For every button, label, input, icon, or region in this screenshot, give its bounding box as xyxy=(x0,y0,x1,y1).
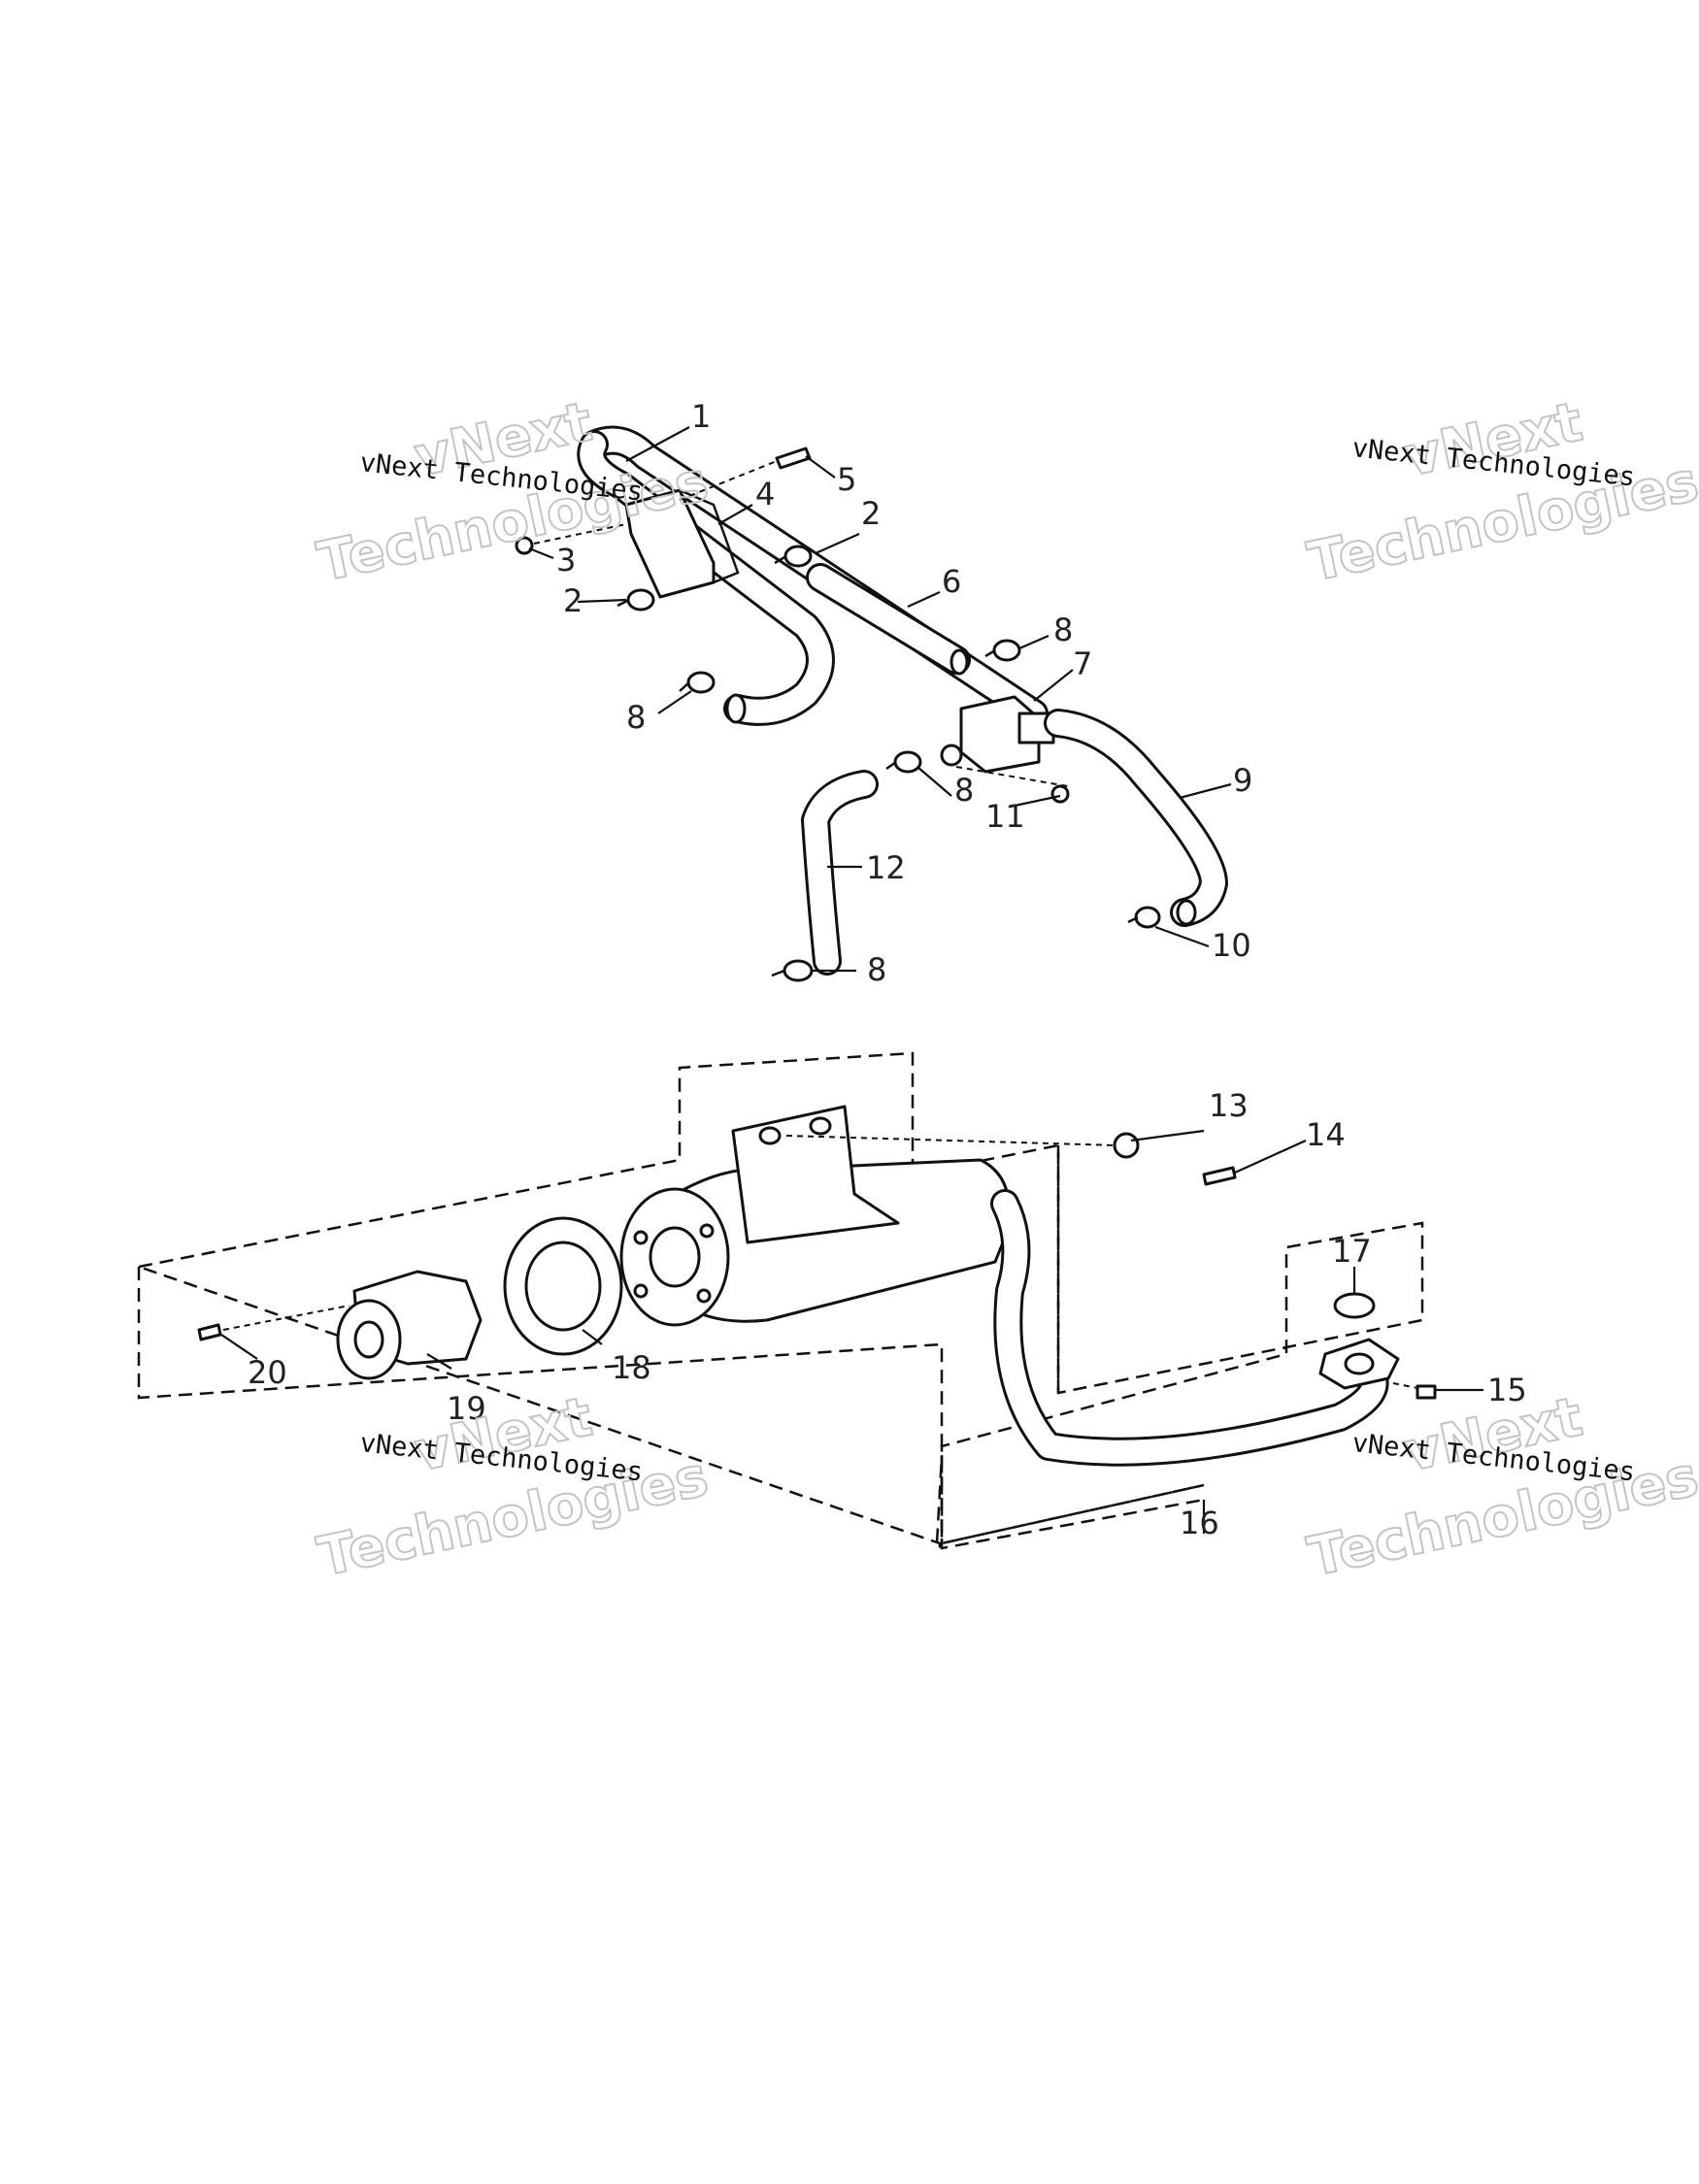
watermarks: vNext Technologies vNext Technologies vN… xyxy=(312,389,1699,1590)
part-16-muffler xyxy=(619,1105,1400,1467)
bolt-icon xyxy=(1202,1166,1237,1186)
callout-6: 6 xyxy=(942,563,961,600)
lower-assembly xyxy=(134,1051,1437,1553)
callout-9: 9 xyxy=(1233,762,1252,799)
callout-17: 17 xyxy=(1332,1233,1372,1270)
callout-18: 18 xyxy=(612,1349,651,1386)
callout-20: 20 xyxy=(248,1354,287,1391)
part-9-hose xyxy=(1044,709,1228,927)
clip-icon xyxy=(984,639,1021,662)
callout-4: 4 xyxy=(755,476,775,513)
part-17-gasket xyxy=(1333,1292,1376,1319)
callout-5: 5 xyxy=(837,461,856,498)
callout-10: 10 xyxy=(1212,927,1251,964)
clip-icon xyxy=(679,671,716,694)
callout-2b: 2 xyxy=(563,582,583,619)
nut-icon xyxy=(515,536,534,555)
part-18-gasket xyxy=(503,1216,623,1356)
clip-icon xyxy=(885,750,922,774)
bolt-icon xyxy=(775,447,812,470)
callout-11: 11 xyxy=(985,798,1025,835)
callout-3: 3 xyxy=(556,542,576,579)
callout-15: 15 xyxy=(1487,1372,1527,1408)
part-12-hose xyxy=(801,770,879,976)
callout-1: 1 xyxy=(691,398,711,435)
fasteners-lower xyxy=(197,1132,1437,1400)
callout-labels: 1 2 3 4 5 2 6 8 7 8 8 11 9 12 10 8 13 14… xyxy=(248,398,1527,1541)
clip-icon xyxy=(1127,906,1161,929)
upper-assembly xyxy=(515,425,1228,982)
callout-7: 7 xyxy=(1073,645,1092,682)
part-19-tailpipe xyxy=(336,1270,483,1380)
clip-icon xyxy=(774,545,813,568)
bolt-icon xyxy=(1416,1384,1437,1400)
bolt-icon xyxy=(197,1323,222,1341)
grommet-icon xyxy=(1113,1132,1140,1159)
nut-icon xyxy=(1050,784,1070,804)
part-4-box xyxy=(624,488,740,599)
clip-icon xyxy=(771,959,814,982)
callout-19: 19 xyxy=(447,1390,486,1427)
callout-16: 16 xyxy=(1180,1505,1219,1541)
watermark-bottom-left: vNext Technologies xyxy=(312,1384,715,1590)
part-1-pipe xyxy=(577,425,1049,728)
part-6-pipe xyxy=(806,563,971,676)
callout-8d: 8 xyxy=(867,951,886,988)
callout-12: 12 xyxy=(866,849,906,886)
callout-13: 13 xyxy=(1209,1087,1249,1124)
clip-icon xyxy=(616,588,655,612)
hose-clips xyxy=(616,545,1161,982)
assembly-boundary xyxy=(134,1051,1424,1553)
leader-lines xyxy=(220,426,1483,1534)
callout-8a: 8 xyxy=(1053,612,1073,648)
watermark-top-right: vNext Technologies xyxy=(1302,389,1699,595)
callout-8c: 8 xyxy=(954,772,974,809)
callout-8b: 8 xyxy=(626,699,646,736)
callout-2: 2 xyxy=(861,495,881,532)
callout-14: 14 xyxy=(1306,1116,1346,1153)
